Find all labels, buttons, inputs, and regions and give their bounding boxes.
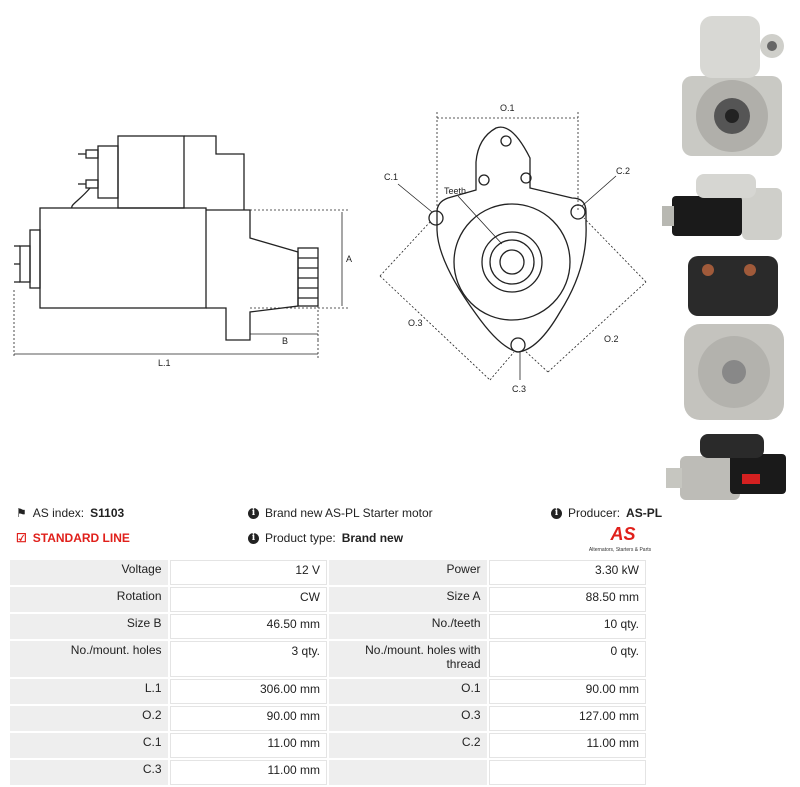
spec-value: 12 V: [169, 560, 327, 585]
spec-value: 90.00 mm: [169, 706, 327, 731]
description: i Brand new AS-PL Starter motor: [248, 506, 433, 520]
spec-label: L.1: [10, 679, 168, 704]
spec-label: C.2: [329, 733, 487, 758]
spec-label: O.3: [329, 706, 487, 731]
spec-value: 11.00 mm: [169, 760, 327, 785]
spec-value: [488, 760, 646, 785]
dim-label-o3: O.3: [408, 318, 423, 328]
spec-value: 3.30 kW: [488, 560, 646, 585]
spec-value: 11.00 mm: [488, 733, 646, 758]
dim-label-o1: O.1: [500, 103, 515, 113]
as-index-label: AS index:: [32, 506, 85, 520]
dim-label-c3: C.3: [512, 384, 526, 394]
spec-value: CW: [169, 587, 327, 612]
dim-label-l1: L.1: [158, 358, 171, 368]
info-icon: i: [248, 532, 259, 544]
spec-value: 0 qty.: [488, 641, 646, 677]
spec-value: 3 qty.: [169, 641, 327, 677]
front-view-dimensions: [379, 112, 647, 381]
dim-label-b: B: [282, 336, 288, 346]
as-pl-logo: AS Alternators, Starters & Parts: [589, 524, 652, 553]
product-type-value: Brand new: [341, 531, 404, 545]
spec-label: Power: [329, 560, 487, 585]
spec-label: Size B: [10, 614, 168, 639]
info-icon: i: [551, 507, 562, 519]
spec-label: [329, 760, 487, 785]
dim-label-o2: O.2: [604, 334, 619, 344]
product-photo-side[interactable]: [660, 166, 800, 246]
side-view-dimensions: [13, 209, 348, 358]
spec-label: O.2: [10, 706, 168, 731]
technical-drawings: A B L.1 O.1 O.2 O.3 C.1 C.2 C.3 Teeth: [13, 103, 647, 394]
dim-label-teeth: Teeth: [444, 186, 466, 196]
dim-label-c1: C.1: [384, 172, 398, 182]
checkbox-icon: ☑: [16, 531, 27, 545]
tag-icon: ⚑: [16, 506, 27, 520]
spec-value: 127.00 mm: [488, 706, 646, 731]
spec-label: Size A: [329, 587, 487, 612]
standard-line: ☑ STANDARD LINE: [16, 531, 130, 545]
producer-value: AS-PL: [626, 506, 663, 520]
spec-value: 90.00 mm: [488, 679, 646, 704]
spec-value: 10 qty.: [488, 614, 646, 639]
spec-label: Voltage: [10, 560, 168, 585]
description-text: Brand new AS-PL Starter motor: [265, 506, 433, 520]
spec-label: O.1: [329, 679, 487, 704]
standard-line-label: STANDARD LINE: [32, 531, 130, 545]
product-photo-front[interactable]: [660, 6, 800, 166]
front-view-drawing: [428, 126, 587, 353]
info-icon: i: [248, 507, 259, 519]
producer-label: Producer:: [568, 506, 621, 520]
spec-label: No./teeth: [329, 614, 487, 639]
product-photo-rear[interactable]: [660, 248, 800, 426]
product-type-label: Product type:: [265, 531, 336, 545]
product-type: i Product type: Brand new: [248, 531, 403, 545]
spec-label: No./mount. holes with thread: [329, 641, 487, 677]
spec-value: 88.50 mm: [488, 587, 646, 612]
dim-label-a: A: [346, 254, 352, 264]
dim-label-c2: C.2: [616, 166, 630, 176]
spec-label: Rotation: [10, 587, 168, 612]
spec-value: 46.50 mm: [169, 614, 327, 639]
side-view-drawing: [14, 135, 319, 341]
spec-label: C.1: [10, 733, 168, 758]
producer: i Producer: AS-PL: [551, 506, 662, 520]
as-index-value: S1103: [90, 506, 125, 520]
spec-label: No./mount. holes: [10, 641, 168, 677]
spec-value: 11.00 mm: [169, 733, 327, 758]
spec-value: 306.00 mm: [169, 679, 327, 704]
logo-tagline: Alternators, Starters & Parts: [589, 547, 652, 553]
spec-label: C.3: [10, 760, 168, 785]
as-index: ⚑ AS index: S1103: [16, 506, 124, 520]
product-photo-angle[interactable]: [660, 428, 800, 512]
logo-text: AS: [609, 524, 635, 544]
